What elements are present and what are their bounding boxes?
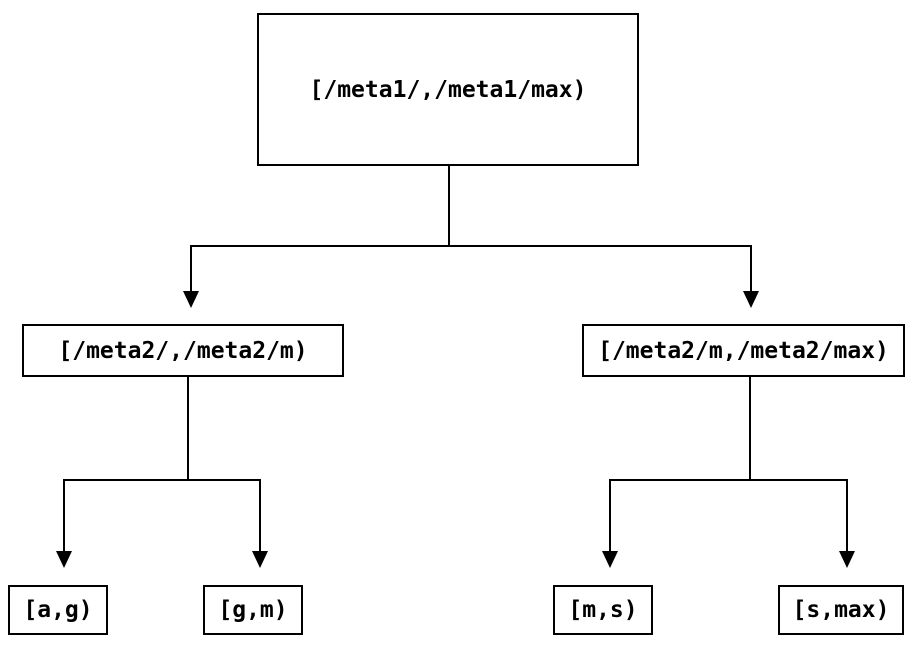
- node-range-m-s-label: [m,s): [568, 597, 638, 623]
- node-range-s-max: [s,max): [778, 585, 904, 635]
- node-meta2-high-label: [/meta2/m,/meta2/max): [598, 337, 889, 364]
- node-meta2-high-range: [/meta2/m,/meta2/max): [582, 324, 905, 377]
- node-range-g-m-label: [g,m): [218, 597, 288, 623]
- node-range-a-g: [a,g): [8, 585, 108, 635]
- node-meta1-range: [/meta1/,/meta1/max): [257, 13, 639, 166]
- arrowhead-down-icon: [252, 551, 268, 568]
- arrowhead-down-icon: [839, 551, 855, 568]
- arrowhead-down-icon: [183, 291, 199, 308]
- arrowhead-down-icon: [602, 551, 618, 568]
- node-range-a-g-label: [a,g): [23, 597, 93, 623]
- node-range-s-max-label: [s,max): [792, 597, 890, 623]
- node-range-m-s: [m,s): [553, 585, 653, 635]
- node-meta1-label: [/meta1/,/meta1/max): [309, 76, 587, 103]
- node-meta2-low-range: [/meta2/,/meta2/m): [22, 324, 344, 377]
- arrowhead-down-icon: [743, 291, 759, 308]
- node-range-g-m: [g,m): [203, 585, 303, 635]
- arrowhead-down-icon: [56, 551, 72, 568]
- node-meta2-low-label: [/meta2/,/meta2/m): [58, 337, 308, 364]
